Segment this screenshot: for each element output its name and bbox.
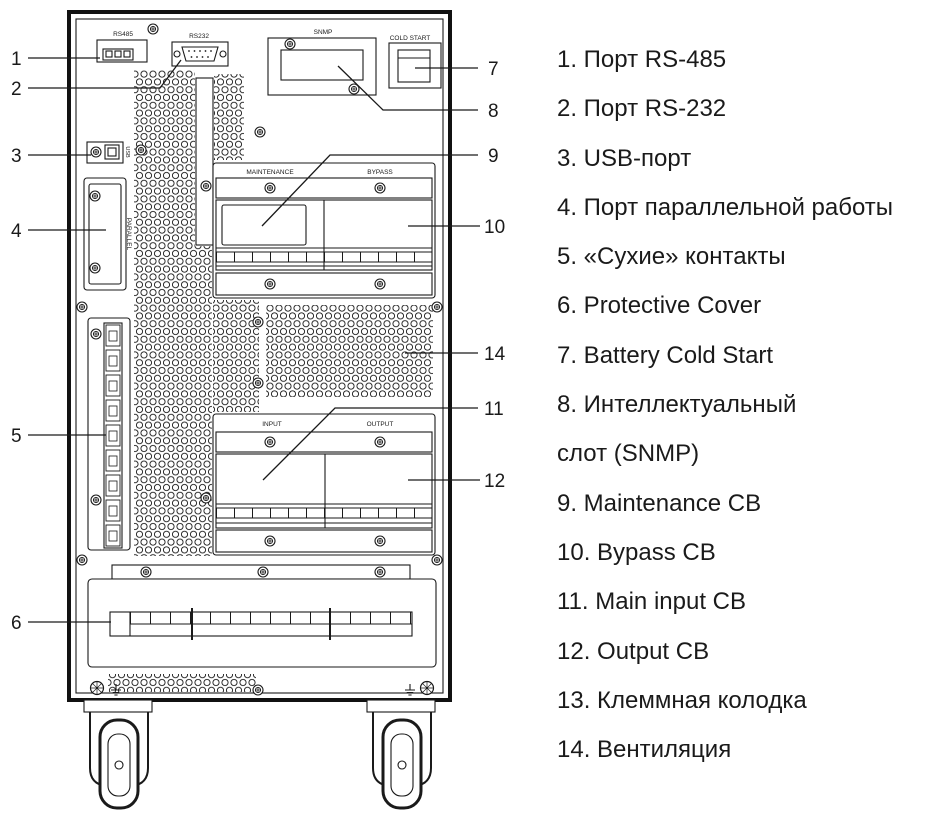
- screw: [431, 554, 443, 566]
- legend-item-10: 10. Bypass CB: [557, 538, 716, 566]
- screw: [374, 535, 386, 547]
- legend-item-14: 14. Вентиляция: [557, 736, 732, 764]
- legend-item-8: 8. Интеллектуальный: [557, 391, 797, 419]
- usb-port: USB: [86, 141, 130, 164]
- screw: [90, 328, 102, 340]
- callout-line-2: [28, 59, 182, 89]
- maintenance-label: MAINTENANCE: [246, 169, 294, 176]
- screw: [252, 316, 264, 328]
- bypass-label: BYPASS: [367, 169, 393, 176]
- legend: 1. Порт RS-485 2. Порт RS-232 3. USB-пор…: [557, 35, 932, 774]
- caster-right: [366, 699, 436, 810]
- legend-item-5: 5. «Сухие» контакты: [557, 243, 786, 271]
- maintenance-breaker: [221, 204, 307, 246]
- input-output-breakers: INPUT OUTPUT: [212, 413, 436, 556]
- snmp-slot: SNMP: [267, 29, 377, 96]
- screw: [135, 144, 147, 156]
- cold-start-label: COLD START: [390, 35, 431, 42]
- callout-numbers: 1 2 3 4 5 6 7 8 9 10 14 11 12: [11, 49, 506, 634]
- legend-item-12: 12. Output CB: [557, 637, 710, 665]
- callout-12: 12: [484, 471, 505, 492]
- callout-1: 1: [11, 49, 22, 70]
- parallel-label: PARALLEL: [125, 218, 132, 251]
- callout-line-11: [262, 407, 478, 481]
- screw: [76, 301, 88, 313]
- screw: [264, 182, 276, 194]
- screw: [431, 301, 443, 313]
- callout-10: 10: [484, 217, 505, 238]
- screw: [257, 566, 269, 578]
- usb-label: USB: [124, 146, 130, 158]
- callout-6: 6: [11, 613, 22, 634]
- legend-item-6: 6. Protective Cover: [557, 292, 762, 320]
- screw: [374, 278, 386, 290]
- cold-start-switch: COLD START: [388, 35, 442, 89]
- callout-5: 5: [11, 426, 22, 447]
- rs232-port: RS232: [171, 33, 229, 67]
- screw: [140, 566, 152, 578]
- callout-8: 8: [488, 101, 499, 122]
- screw: [252, 684, 264, 696]
- screw: [89, 190, 101, 202]
- rs485-label: RS485: [113, 31, 133, 38]
- ups-rear-panel-diagram: RS485 RS232 SNMP COLD START: [11, 10, 506, 810]
- ground-screw-icon: [89, 680, 105, 696]
- callout-line-8: [337, 65, 478, 111]
- rs485-port: RS485: [96, 31, 148, 63]
- callout-line-9: [261, 154, 478, 227]
- screw: [284, 38, 296, 50]
- legend-item-4: 4. Порт параллельной работы: [557, 193, 894, 221]
- parallel-port: PARALLEL: [83, 177, 132, 291]
- callout-11: 11: [484, 399, 504, 420]
- input-label: INPUT: [262, 421, 282, 428]
- callout-14: 14: [484, 344, 506, 365]
- screw: [200, 180, 212, 192]
- screw: [252, 377, 264, 389]
- screw: [89, 262, 101, 274]
- snmp-label: SNMP: [314, 29, 333, 36]
- ventilation-holes: [108, 70, 433, 692]
- screw: [264, 535, 276, 547]
- screw: [76, 554, 88, 566]
- protective-cover: [87, 564, 437, 668]
- legend-item-9: 9. Maintenance CB: [557, 489, 762, 517]
- screw: [264, 436, 276, 448]
- screw: [374, 566, 386, 578]
- screw: [90, 494, 102, 506]
- screw: [374, 182, 386, 194]
- maintenance-bypass-breakers: MAINTENANCE BYPASS: [212, 162, 436, 299]
- legend-item-8-continued: слот (SNMP): [557, 440, 700, 468]
- ground-screw-icon: [419, 680, 435, 696]
- rs232-label: RS232: [189, 33, 209, 40]
- legend-item-11: 11. Main input CB: [557, 588, 746, 616]
- legend-item-1: 1. Порт RS-485: [557, 46, 727, 73]
- screw: [200, 492, 212, 504]
- legend-item-2: 2. Порт RS-232: [557, 95, 727, 123]
- screw: [147, 23, 159, 35]
- legend-item-13: 13. Клеммная колодка: [557, 686, 807, 714]
- callout-7: 7: [488, 59, 499, 80]
- screw: [254, 126, 266, 138]
- screw: [90, 146, 102, 158]
- caster-left: [83, 699, 153, 810]
- callout-9: 9: [488, 146, 499, 167]
- callout-lines: [28, 57, 480, 623]
- callout-2: 2: [11, 79, 22, 100]
- callout-4: 4: [11, 221, 22, 242]
- legend-item-3: 3. USB-порт: [557, 144, 692, 172]
- vertical-bar: [195, 77, 214, 246]
- dry-contacts: [87, 317, 131, 551]
- legend-item-7: 7. Battery Cold Start: [557, 341, 774, 369]
- callout-3: 3: [11, 146, 22, 167]
- output-label: OUTPUT: [367, 421, 394, 428]
- screw: [374, 436, 386, 448]
- screw: [264, 278, 276, 290]
